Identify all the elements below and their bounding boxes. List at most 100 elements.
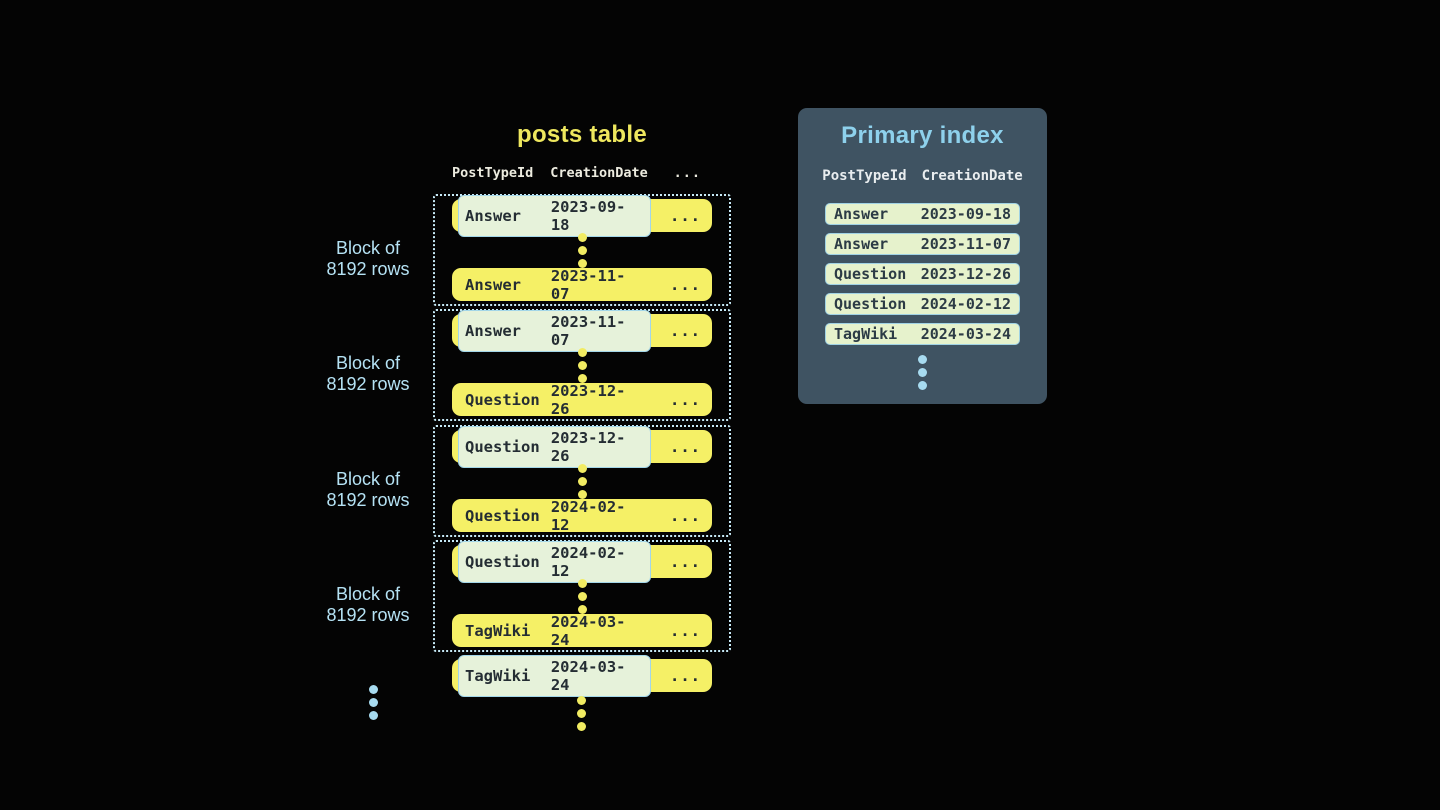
cell-more: ... xyxy=(670,321,701,340)
block-label-line1: Block of xyxy=(335,584,401,604)
cell-posttypeid: Answer xyxy=(834,235,889,253)
ellipsis-dots xyxy=(452,578,712,614)
table-row: TagWiki 2024-03-24 ... xyxy=(452,613,712,649)
block-label: Block of 8192 rows xyxy=(312,584,424,626)
ellipsis-dot xyxy=(369,685,378,694)
ellipsis-dot xyxy=(918,368,927,377)
row-cells: Question 2023-12-26 xyxy=(458,379,651,421)
cell-more: ... xyxy=(670,552,701,571)
ellipsis-dot xyxy=(577,489,587,499)
cell-more: ... xyxy=(670,666,701,685)
table-row: Answer 2023-11-07 ... xyxy=(452,267,712,303)
cell-posttypeid: Question xyxy=(465,506,540,525)
cell-posttypeid: TagWiki xyxy=(834,325,898,343)
cell-posttypeid: TagWiki xyxy=(465,666,531,685)
row-highlight: Answer 2023-09-18 xyxy=(458,194,651,237)
index-row: Answer 2023-11-07 xyxy=(825,233,1020,255)
row-highlight: Answer 2023-11-07 xyxy=(458,309,651,352)
ellipsis-dots xyxy=(918,355,927,390)
table-row: Question 2023-12-26 ... xyxy=(452,425,712,468)
posts-block-4: Question 2024-02-12 ... TagWiki 2024-03-… xyxy=(433,540,731,652)
block-label: Block of 8192 rows xyxy=(312,353,424,395)
row-cells: Answer 2023-11-07 xyxy=(458,264,651,306)
row-cells: Question 2024-02-12 xyxy=(458,495,651,537)
ellipsis-dot xyxy=(918,381,927,390)
row-highlight: TagWiki 2024-03-24 xyxy=(458,654,651,697)
primary-index-column-headers: PostTypeId CreationDate xyxy=(798,168,1047,184)
block-label-line1: Block of xyxy=(335,238,401,258)
primary-index-title: Primary index xyxy=(841,122,1004,149)
cell-posttypeid: Answer xyxy=(834,205,889,223)
index-continues-dots xyxy=(798,355,1047,390)
cell-posttypeid: TagWiki xyxy=(465,621,531,640)
table-row: Answer 2023-11-07 ... xyxy=(452,309,712,352)
cell-more: ... xyxy=(670,437,701,456)
cell-posttypeid: Question xyxy=(465,552,540,571)
row-highlight: Question 2024-02-12 xyxy=(458,540,651,583)
posts-block-1: Answer 2023-09-18 ... Answer 2023-11-07 … xyxy=(433,194,731,306)
cell-creationdate: 2024-02-12 xyxy=(550,543,626,580)
ellipsis-dot xyxy=(577,232,587,242)
table-continues-dots xyxy=(577,696,586,731)
ellipsis-dot xyxy=(577,463,587,473)
cell-posttypeid: Answer xyxy=(465,206,521,225)
cell-creationdate: 2024-03-24 xyxy=(920,325,1011,343)
ellipsis-dot xyxy=(918,355,927,364)
cell-creationdate: 2024-03-24 xyxy=(550,657,626,694)
cell-posttypeid: Answer xyxy=(465,321,521,340)
cell-more: ... xyxy=(670,206,701,225)
ellipsis-dot xyxy=(577,245,587,255)
column-more: ... xyxy=(673,165,701,181)
cell-posttypeid: Question xyxy=(834,265,907,283)
ellipsis-dot xyxy=(369,698,378,707)
block-label-line2: 8192 rows xyxy=(326,259,410,279)
cell-more: ... xyxy=(670,621,701,640)
row-cells: TagWiki 2024-03-24 xyxy=(458,610,651,652)
cell-posttypeid: Answer xyxy=(465,275,521,294)
cell-creationdate: 2024-03-24 xyxy=(550,612,626,649)
table-row: Question 2024-02-12 ... xyxy=(452,498,712,534)
ellipsis-dot xyxy=(577,347,587,357)
column-posttypeid: PostTypeId xyxy=(822,168,907,184)
posts-table-title: posts table xyxy=(517,121,647,148)
block-label-line2: 8192 rows xyxy=(326,605,410,625)
block-label: Block of 8192 rows xyxy=(312,469,424,511)
cell-creationdate: 2023-09-18 xyxy=(550,197,626,234)
column-creationdate: CreationDate xyxy=(550,165,648,181)
posts-block-3: Question 2023-12-26 ... Question 2024-02… xyxy=(433,425,731,537)
ellipsis-dot xyxy=(577,696,586,705)
cell-creationdate: 2023-12-26 xyxy=(550,428,626,465)
cell-more: ... xyxy=(670,390,701,409)
index-row: Question 2024-02-12 xyxy=(825,293,1020,315)
cell-creationdate: 2023-11-07 xyxy=(920,235,1011,253)
overflow-row-container: TagWiki 2024-03-24 ... xyxy=(452,654,712,697)
blocks-continue-dots xyxy=(369,685,378,720)
ellipsis-dots xyxy=(452,232,712,268)
ellipsis-dot xyxy=(577,578,587,588)
table-row: Answer 2023-09-18 ... xyxy=(452,194,712,237)
cell-creationdate: 2024-02-12 xyxy=(920,295,1011,313)
index-row: Answer 2023-09-18 xyxy=(825,203,1020,225)
ellipsis-dot xyxy=(577,722,586,731)
index-row: TagWiki 2024-03-24 xyxy=(825,323,1020,345)
ellipsis-dot xyxy=(577,604,587,614)
cell-creationdate: 2023-11-07 xyxy=(550,312,626,349)
block-label-line1: Block of xyxy=(335,469,401,489)
cell-more: ... xyxy=(670,506,701,525)
cell-posttypeid: Question xyxy=(465,437,540,456)
ellipsis-dot xyxy=(577,360,587,370)
table-row: Question 2023-12-26 ... xyxy=(452,382,712,418)
posts-table-column-headers: PostTypeId CreationDate ... xyxy=(433,165,731,181)
ellipsis-dot xyxy=(369,711,378,720)
column-creationdate: CreationDate xyxy=(921,168,1023,184)
cell-posttypeid: Question xyxy=(834,295,907,313)
cell-creationdate: 2023-12-26 xyxy=(920,265,1011,283)
table-row: Question 2024-02-12 ... xyxy=(452,540,712,583)
ellipsis-dot xyxy=(577,476,587,486)
primary-index-panel: Primary index PostTypeId CreationDate An… xyxy=(798,108,1047,404)
ellipsis-dots xyxy=(452,463,712,499)
table-row: TagWiki 2024-03-24 ... xyxy=(452,654,712,697)
block-label: Block of 8192 rows xyxy=(312,238,424,280)
cell-creationdate: 2023-09-18 xyxy=(920,205,1011,223)
